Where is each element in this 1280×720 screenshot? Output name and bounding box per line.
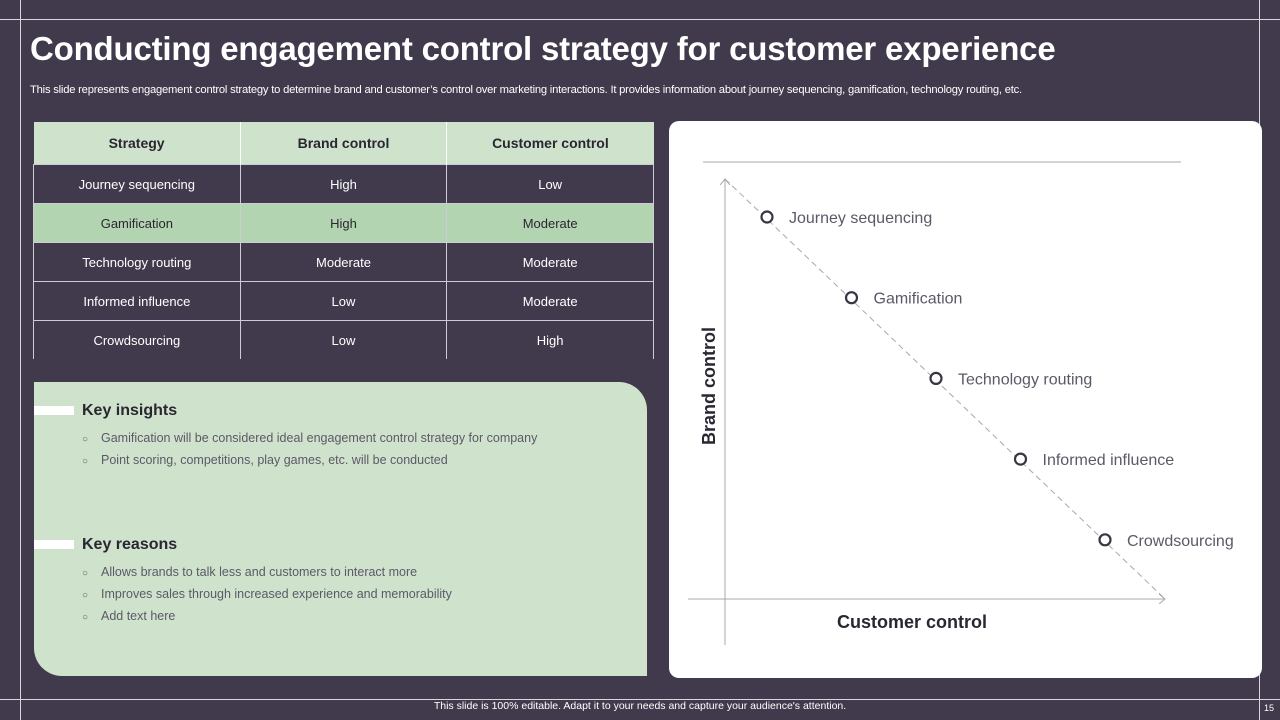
data-point — [1013, 452, 1028, 466]
key-reasons-heading: Key reasons — [82, 536, 178, 553]
data-point — [844, 291, 859, 305]
data-point-label: Crowdsourcing — [1127, 533, 1234, 550]
table-cell: Moderate — [446, 242, 654, 282]
table-row: Journey sequencing High Low — [33, 164, 654, 204]
table-cell: Moderate — [239, 242, 448, 282]
table-cell: Journey sequencing — [33, 164, 241, 204]
table-cell: Crowdsourcing — [33, 320, 241, 359]
list-item: ○Add text here — [82, 609, 176, 623]
list-item: ○Allows brands to talk less and customer… — [82, 565, 418, 579]
trend-line — [724, 178, 1164, 598]
table-cell: Low — [239, 320, 448, 359]
page-number: 15 — [1263, 703, 1274, 713]
data-point — [929, 371, 943, 385]
table-header-row: Strategy Brand control Customer control — [33, 122, 654, 165]
table-cell: Technology routing — [33, 242, 241, 282]
section-bar — [34, 406, 74, 415]
list-item: ○Improves sales through increased experi… — [82, 587, 452, 601]
bullet-icon: ○ — [82, 456, 89, 467]
section-bar — [34, 540, 74, 549]
table-cell: Gamification — [33, 203, 241, 243]
list-item: ○Point scoring, competitions, play games… — [82, 453, 448, 467]
table-row: Crowdsourcing Low High — [33, 320, 654, 359]
header-strategy: Strategy — [33, 122, 241, 165]
slide-subtitle: This slide represents engagement control… — [30, 84, 1022, 96]
strategy-table: Strategy Brand control Customer control … — [33, 122, 654, 359]
table-cell: Moderate — [446, 203, 654, 243]
y-axis-label: Brand control — [699, 327, 719, 445]
data-point-label: Journey sequencing — [789, 210, 932, 227]
table-cell: High — [239, 164, 448, 204]
table-cell: High — [446, 320, 654, 359]
brand-vs-customer-chart: Customer control Brand control Journey s… — [688, 161, 1234, 645]
table-cell: Moderate — [446, 281, 654, 321]
key-insights-heading: Key insights — [82, 402, 178, 419]
bullet-icon: ○ — [82, 568, 89, 579]
table-cell: Low — [239, 281, 448, 321]
frame-line — [0, 19, 1280, 20]
x-axis-label: Customer control — [837, 612, 987, 632]
list-item: ○Gamification will be considered ideal e… — [82, 431, 538, 445]
slide-title: Conducting engagement control strategy f… — [30, 30, 1056, 67]
data-point — [760, 210, 774, 224]
insights-panel: Key insights ○Gamification will be consi… — [34, 382, 647, 676]
bullet-icon: ○ — [82, 612, 89, 623]
chart-card: Customer control Brand control Journey s… — [669, 121, 1262, 678]
data-point — [1098, 533, 1112, 547]
table-cell: High — [239, 203, 448, 243]
data-point-label: Informed influence — [1043, 452, 1175, 469]
bullet-icon: ○ — [82, 590, 89, 601]
bullet-icon: ○ — [82, 434, 89, 445]
table-cell: Informed influence — [33, 281, 241, 321]
table-row-highlighted: Gamification High Moderate — [33, 203, 654, 243]
frame-line — [0, 699, 1280, 700]
footer-note: This slide is 100% editable. Adapt it to… — [433, 700, 847, 712]
table-row: Technology routing Moderate Moderate — [33, 242, 654, 282]
header-brand-control: Brand control — [240, 122, 448, 165]
header-customer-control: Customer control — [446, 122, 654, 165]
data-point-label: Technology routing — [958, 371, 1092, 388]
frame-line — [20, 0, 21, 720]
data-point-label: Gamification — [874, 291, 963, 308]
table-cell: Low — [446, 164, 654, 204]
points-layer: Journey sequencingGamificationTechnology… — [760, 210, 1234, 550]
table-row: Informed influence Low Moderate — [33, 281, 654, 321]
